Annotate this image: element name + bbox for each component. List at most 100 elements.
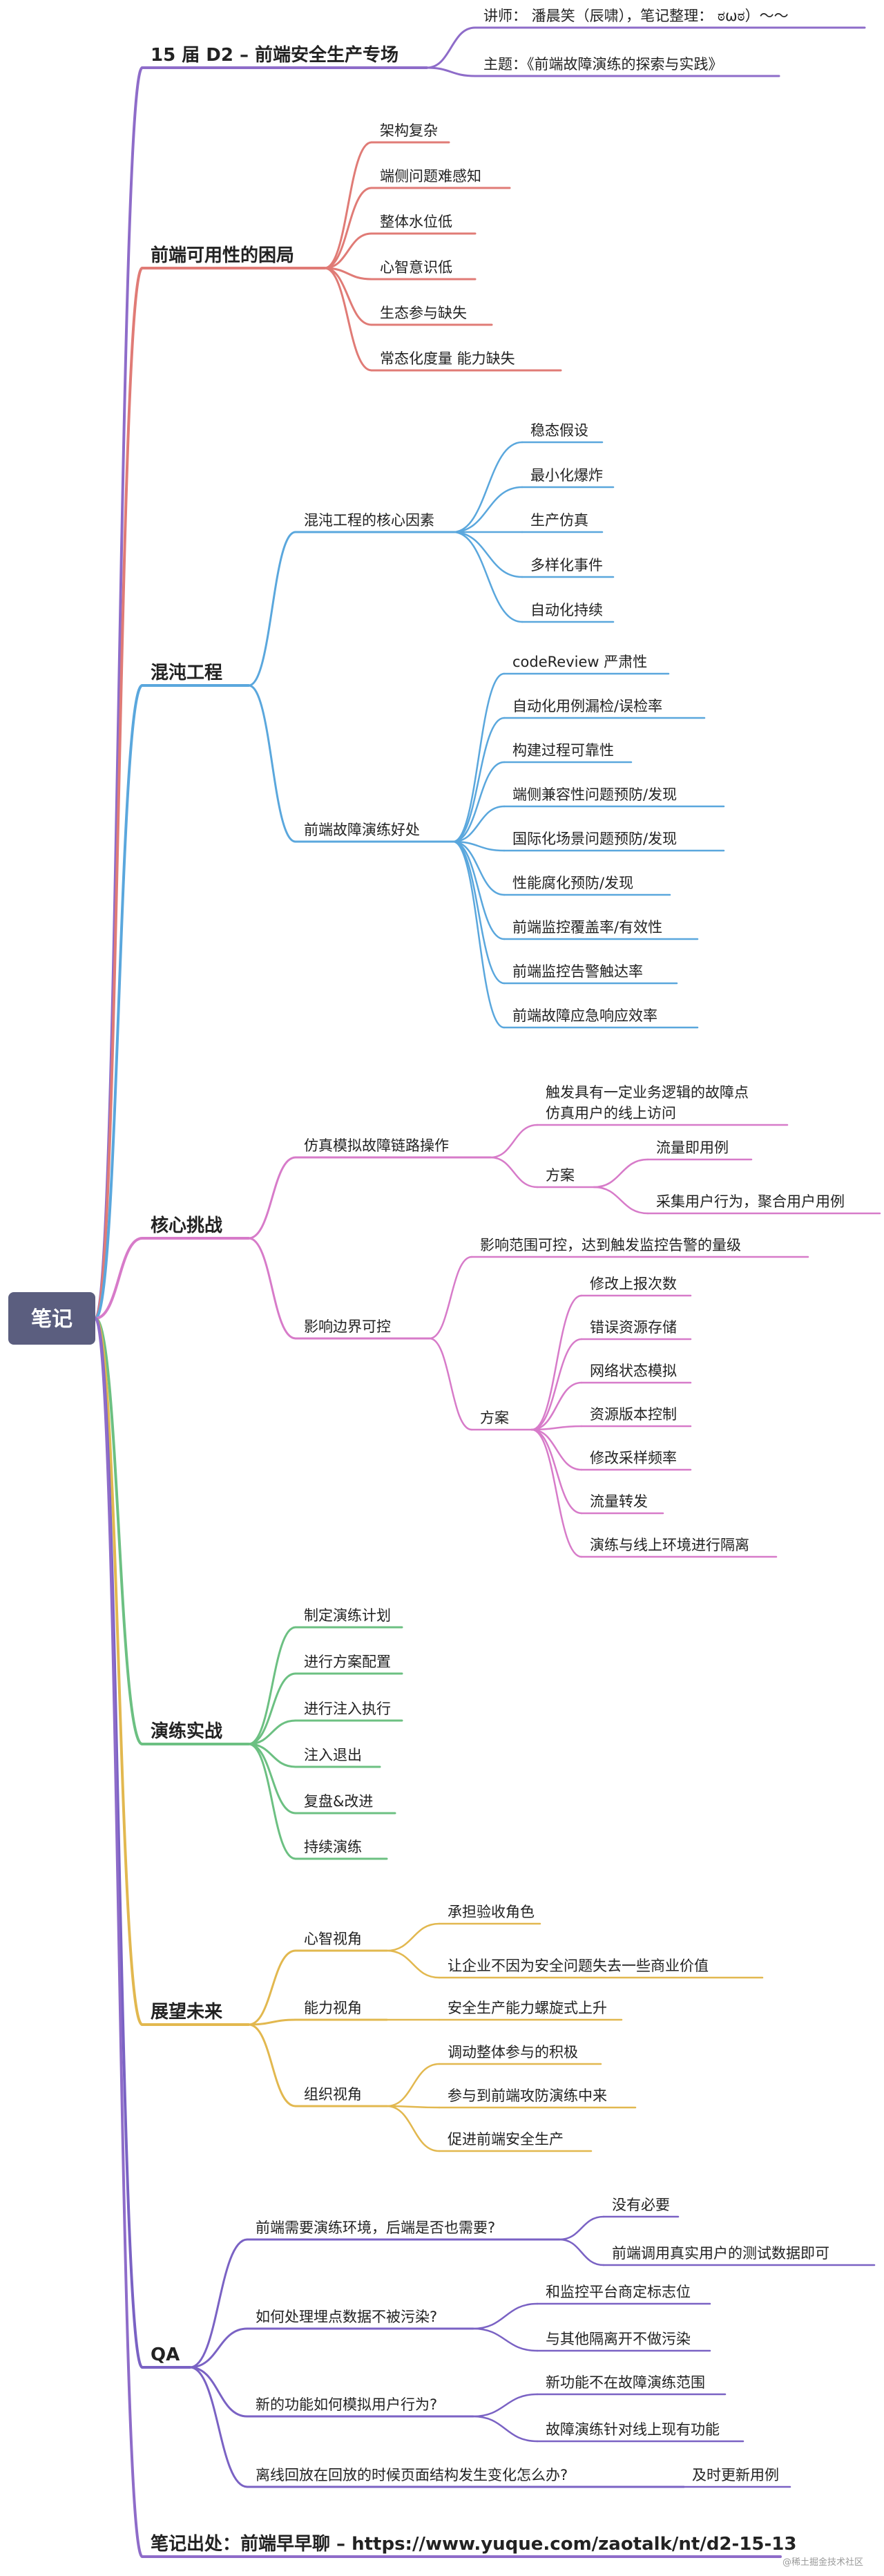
node-src: 笔记出处：前端早早聊 – https://www.yuque.com/zaota… xyxy=(151,2533,796,2555)
node-bp2: 错误资源存储 xyxy=(590,1319,677,1336)
node-p1: 制定演练计划 xyxy=(304,1607,391,1624)
link-m1 xyxy=(385,1922,441,1952)
link-q1 xyxy=(189,2238,249,2369)
node-bound: 影响边界可控 xyxy=(304,1318,391,1335)
link-bp7 xyxy=(530,1428,583,1558)
link-q1b xyxy=(558,2238,605,2266)
node-benefit: 前端故障演练好处 xyxy=(304,822,420,838)
node-b5: 国际化场景问题预防/发现 xyxy=(512,831,677,847)
link-d2 xyxy=(94,66,144,1320)
link-c2 xyxy=(452,486,523,533)
node-c4: 多样化事件 xyxy=(530,557,603,574)
link-m2 xyxy=(385,1949,441,1979)
link-q2b xyxy=(472,2327,539,2352)
node-d2: 15 届 D2 – 前端安全生产专场 xyxy=(151,44,398,66)
link-b5 xyxy=(452,840,506,852)
link-b2 xyxy=(452,717,506,843)
node-s1-line2: 仿真用户的线上访问 xyxy=(546,1105,676,1121)
link-q2a xyxy=(472,2302,539,2330)
node-sim: 仿真模拟故障链路操作 xyxy=(304,1137,449,1154)
node-a2: 端侧问题难感知 xyxy=(380,168,481,184)
node-a1: 架构复杂 xyxy=(380,122,438,139)
link-q2 xyxy=(189,2327,249,2369)
link-o3 xyxy=(385,2105,441,2152)
root-node xyxy=(8,1292,95,1345)
node-q1a: 没有必要 xyxy=(612,2197,670,2213)
node-org: 组织视角 xyxy=(304,2086,362,2103)
link-avail xyxy=(94,267,144,1320)
link-q3 xyxy=(189,2366,249,2418)
node-p3: 进行注入执行 xyxy=(304,1701,391,1717)
node-b3: 构建过程可靠性 xyxy=(512,742,614,759)
mindmap-links xyxy=(94,26,881,2558)
link-challenge xyxy=(94,1237,144,1320)
link-b9 xyxy=(452,840,506,1029)
link-sim xyxy=(247,1156,297,1240)
link-bp6 xyxy=(530,1428,583,1515)
watermark: @稀土掘金技术社区 xyxy=(782,2557,863,2568)
node-bp1: 修改上报次数 xyxy=(590,1276,677,1292)
link-a6 xyxy=(323,267,373,372)
node-c1: 稳态假设 xyxy=(530,422,588,439)
node-o2: 参与到前端攻防演练中来 xyxy=(448,2087,607,2104)
link-q1a xyxy=(558,2215,605,2241)
link-sp1 xyxy=(593,1158,649,1188)
link-bp2 xyxy=(530,1338,583,1431)
node-bp4: 资源版本控制 xyxy=(590,1406,677,1423)
node-topic: 主题：《前端故障演练的探索与实践》 xyxy=(483,56,723,73)
node-sp2: 采集用户行为，聚合用户用例 xyxy=(656,1193,845,1210)
node-c3: 生产仿真 xyxy=(530,512,588,529)
link-b4 xyxy=(452,805,506,843)
node-mind: 心智视角 xyxy=(304,1931,362,1947)
link-p3 xyxy=(247,1719,297,1745)
link-p4 xyxy=(247,1743,297,1768)
node-sp1: 流量即用例 xyxy=(656,1139,729,1156)
link-bp3 xyxy=(530,1381,583,1431)
link-c4 xyxy=(452,531,523,578)
node-c5: 自动化持续 xyxy=(530,602,603,618)
node-a4: 心智意识低 xyxy=(380,259,452,276)
node-a5: 生态参与缺失 xyxy=(380,305,467,321)
node-o1: 调动整体参与的积极 xyxy=(448,2044,578,2061)
link-p2 xyxy=(247,1672,297,1745)
node-ab1: 安全生产能力螺旋式上升 xyxy=(448,2000,607,2016)
link-b8 xyxy=(452,840,506,985)
node-b4: 端侧兼容性问题预防/发现 xyxy=(512,786,677,803)
link-core xyxy=(247,531,297,687)
link-src xyxy=(94,1317,144,2558)
link-q4 xyxy=(189,2366,249,2488)
link-qa xyxy=(94,1317,144,2369)
link-splan xyxy=(489,1156,539,1188)
node-ability: 能力视角 xyxy=(304,2000,362,2016)
link-s1 xyxy=(489,1124,539,1159)
link-b3 xyxy=(452,761,506,843)
link-mind xyxy=(247,1949,297,2026)
node-bd1: 影响范围可控，达到触发监控告警的量级 xyxy=(480,1237,741,1253)
link-chaos xyxy=(94,684,144,1320)
node-b9: 前端故障应急响应效率 xyxy=(512,1007,657,1024)
node-p2: 进行方案配置 xyxy=(304,1654,391,1670)
node-lecturer: 讲师： 潘晨笑（辰啸），笔记整理： ಠωಠ）～～ xyxy=(483,8,789,24)
link-bp5 xyxy=(530,1428,583,1471)
link-benefit xyxy=(247,684,297,843)
node-challenge: 核心挑战 xyxy=(151,1215,222,1236)
node-s1: 触发具有一定业务逻辑的故障点 xyxy=(546,1084,749,1101)
link-b1 xyxy=(452,672,506,843)
link-sp2 xyxy=(593,1186,649,1215)
link-bound xyxy=(247,1237,297,1340)
node-b1: codeReview 严肃性 xyxy=(512,654,647,670)
node-o3: 促进前端安全生产 xyxy=(448,2131,564,2148)
link-o2 xyxy=(385,2105,441,2109)
link-topic xyxy=(425,66,477,77)
node-practice: 演练实战 xyxy=(151,1721,222,1742)
link-c1 xyxy=(452,441,523,533)
node-bp6: 流量转发 xyxy=(590,1493,648,1510)
node-bp5: 修改采样频率 xyxy=(590,1450,677,1466)
node-avail: 前端可用性的困局 xyxy=(151,245,294,266)
node-a6: 常态化度量 能力缺失 xyxy=(380,350,515,367)
node-qa: QA xyxy=(151,2345,180,2365)
link-practice xyxy=(94,1317,144,1745)
node-q4: 离线回放在回放的时候页面结构发生变化怎么办? xyxy=(256,2467,568,2483)
node-bp3: 网络状态模拟 xyxy=(590,1363,677,1379)
